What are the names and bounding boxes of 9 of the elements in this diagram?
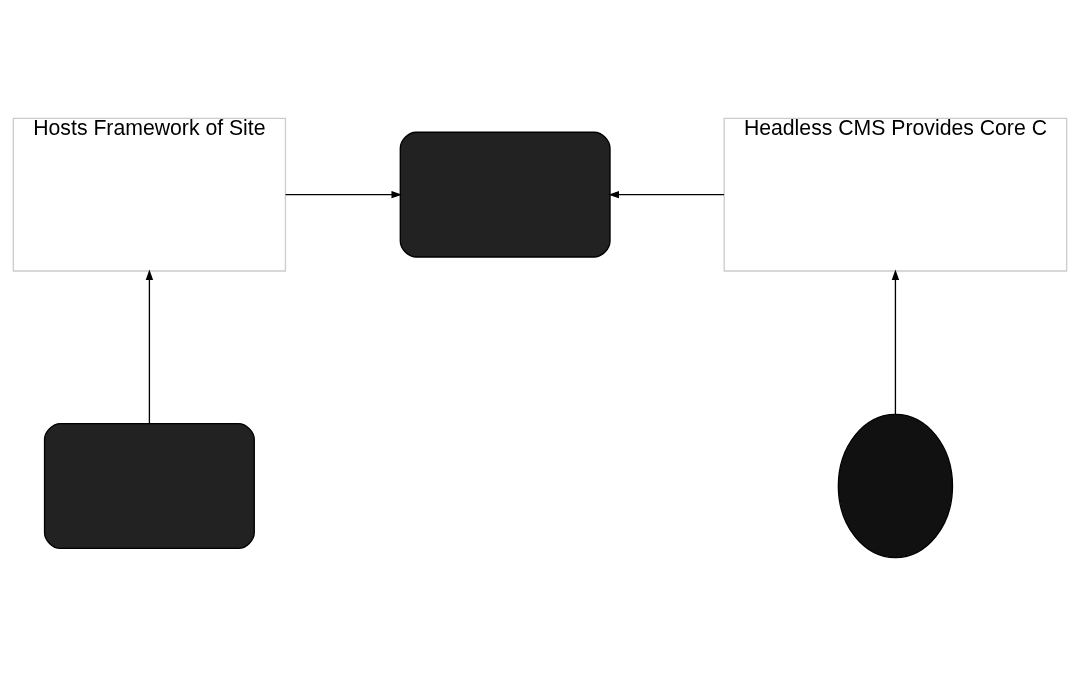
arrow (891, 268, 900, 415)
arrow (284, 190, 403, 198)
node-box: Headless CMS Provides Core C (723, 117, 1068, 272)
node-box (399, 131, 611, 258)
node-box (43, 422, 255, 549)
node-box: Hosts Framework of Site (12, 117, 287, 272)
arrow (608, 190, 725, 198)
node-person (837, 413, 954, 558)
arrow (145, 269, 154, 424)
